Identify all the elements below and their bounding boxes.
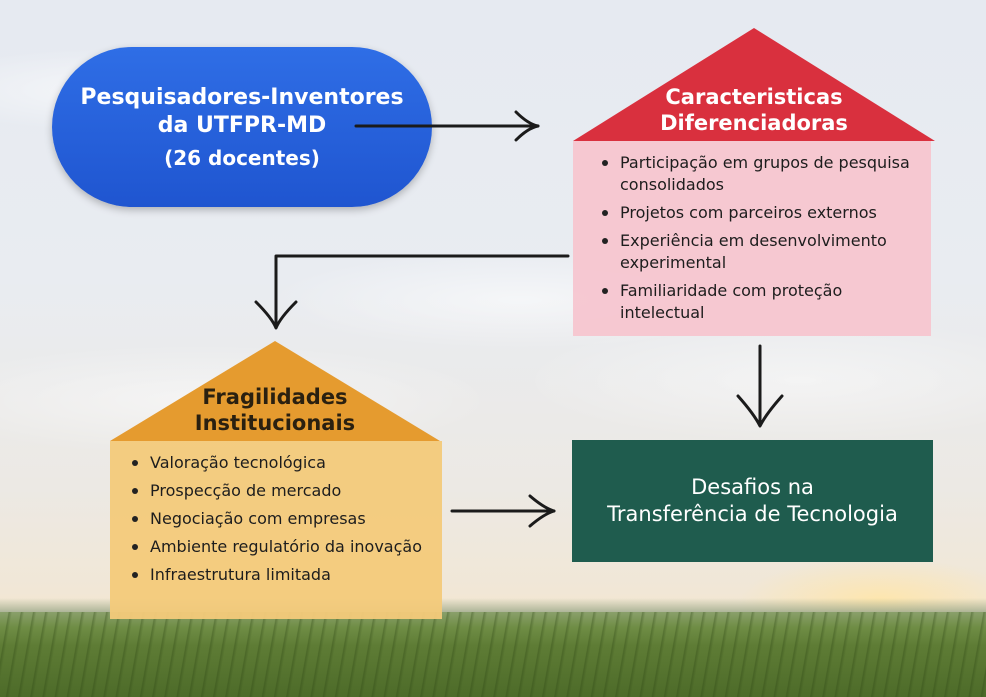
fragilities-body xyxy=(110,441,442,619)
list-item: Negociação com empresas xyxy=(128,508,428,530)
list-item: Projetos com parceiros externos xyxy=(598,202,923,224)
fragilities-list: Valoração tecnológica Prospecção de merc… xyxy=(128,452,428,592)
characteristics-title-line-2: Diferenciadoras xyxy=(660,111,848,135)
challenges-line-1: Desafios na xyxy=(691,475,814,499)
challenges-node: Desafios na Transferência de Tecnologia xyxy=(572,440,933,562)
characteristics-list: Participação em grupos de pesquisa conso… xyxy=(598,152,923,330)
characteristics-title: Caracteristicas Diferenciadoras xyxy=(573,84,935,136)
list-item: Prospecção de mercado xyxy=(128,480,428,502)
fragilities-title-line-1: Fragilidades xyxy=(202,385,348,409)
fragilities-title-line-2: Institucionais xyxy=(194,411,356,435)
characteristics-title-line-1: Caracteristicas xyxy=(665,85,843,109)
list-item: Familiaridade com proteção intelectual xyxy=(598,280,923,324)
crop-field-background xyxy=(0,612,986,697)
arrow-characteristics-to-fragilities xyxy=(254,254,570,330)
researchers-line-1: Pesquisadores-Inventores xyxy=(80,85,404,110)
list-item: Experiência em desenvolvimento experimen… xyxy=(598,230,923,274)
list-item: Valoração tecnológica xyxy=(128,452,428,474)
characteristics-body xyxy=(573,141,931,336)
arrow-fragilities-to-challenges xyxy=(450,494,556,528)
researchers-line-2: da UTFPR-MD xyxy=(157,113,327,138)
list-item: Infraestrutura limitada xyxy=(128,564,428,586)
fragilities-title: Fragilidades Institucionais xyxy=(110,384,440,436)
researchers-count: (26 docentes) xyxy=(164,146,320,170)
arrow-researchers-to-characteristics xyxy=(354,110,540,142)
list-item: Participação em grupos de pesquisa conso… xyxy=(598,152,923,196)
arrow-characteristics-to-challenges xyxy=(736,344,784,428)
challenges-line-2: Transferência de Tecnologia xyxy=(607,502,898,526)
list-item: Ambiente regulatório da inovação xyxy=(128,536,428,558)
